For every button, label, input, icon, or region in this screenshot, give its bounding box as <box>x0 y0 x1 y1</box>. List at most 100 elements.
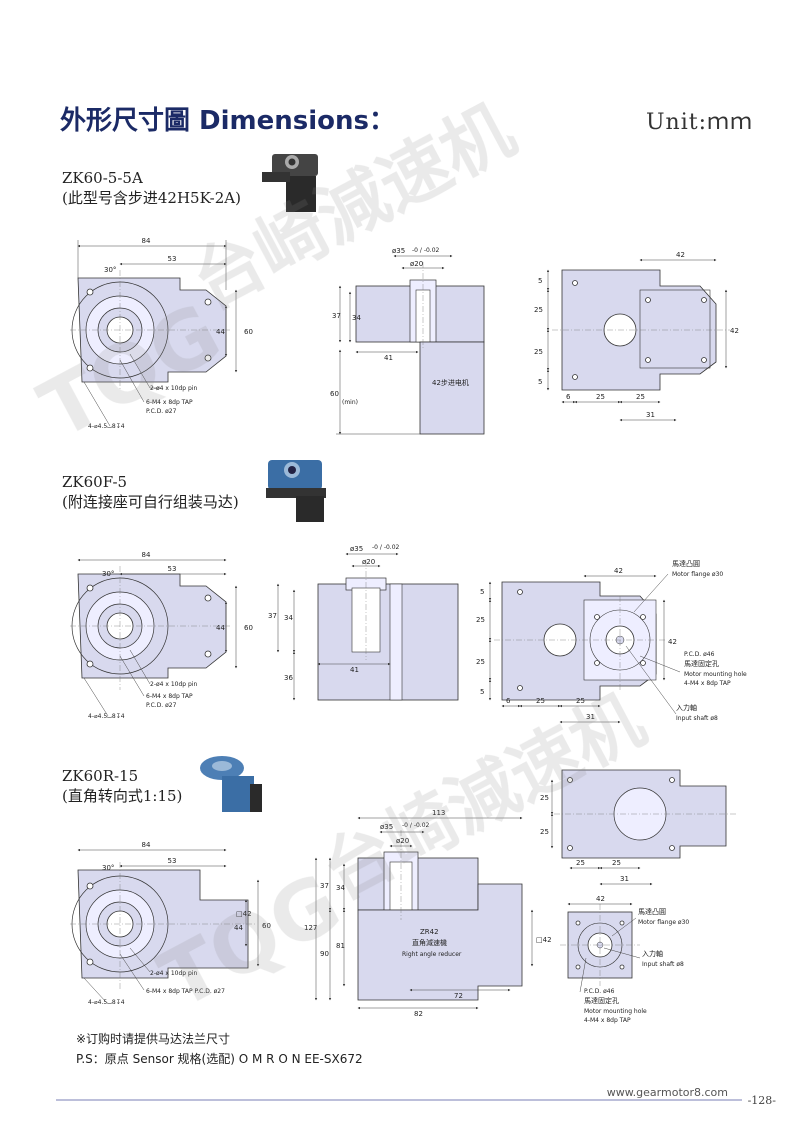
s2-callout-hole: 4-⌀4.5⌴8↧4 <box>88 713 125 720</box>
s1-callout-pin: 2-ø4 x 10dp pin <box>150 385 197 392</box>
s3-side-od: ø35 <box>380 823 393 831</box>
s2-side-id: ø20 <box>362 558 375 566</box>
s1-front-angle: 30° <box>104 266 116 274</box>
s1-side-d37: 37 <box>332 312 341 320</box>
s2-callout-tap: 6-M4 x 8dp TAP <box>146 693 193 700</box>
s2-top-d25a: 25 <box>476 616 485 624</box>
section3-motor-face-view <box>560 902 641 993</box>
s2-side-d37: 37 <box>268 612 277 620</box>
s2-shaft-cn: 入力軸 <box>676 703 697 712</box>
s3-callout-tap: 6-M4 x 8dp TAP P.C.D. ø27 <box>146 988 225 995</box>
footer-url: www.gearmotor8.com <box>606 1086 728 1099</box>
s1-front-d53: 53 <box>168 255 177 263</box>
section3-front-view <box>70 848 260 1003</box>
s2-callout-pcd: P.C.D. ø27 <box>146 702 177 709</box>
s2-top-d31: 31 <box>586 713 595 721</box>
s2-side-d34: 34 <box>284 614 293 622</box>
s3-top-d25b: 25 <box>540 828 549 836</box>
s3-front-d53: 53 <box>168 857 177 865</box>
s1-top-d25c: 25 <box>596 393 605 401</box>
s2-pcd: P.C.D. ø46 <box>684 651 715 658</box>
s3-side-tol: -0 / -0.02 <box>402 822 430 829</box>
product-photo-zk60r-15 <box>200 756 262 812</box>
s1-side-d41: 41 <box>384 354 393 362</box>
s1-side-id: ø20 <box>410 260 423 268</box>
s2-front-angle: 30° <box>102 570 114 578</box>
s3-side-d81: 81 <box>336 942 345 950</box>
s3-front-d44: 44 <box>234 924 243 932</box>
s1-side-od: ø35 <box>392 247 405 255</box>
section1-side-view <box>336 254 485 435</box>
s1-callout-tap: 6-M4 x 8dp TAP <box>146 399 193 406</box>
s1-top-d25a: 25 <box>534 306 543 314</box>
s3-front-d84: 84 <box>142 841 151 849</box>
s1-side-d34: 34 <box>352 314 361 322</box>
s2-top-d5b: 5 <box>480 688 484 696</box>
section1-note: (此型号含步进42H5K-2A) <box>62 189 241 207</box>
s1-top-d25d: 25 <box>636 393 645 401</box>
s2-front-d60: 60 <box>244 624 253 632</box>
s2-top-d25c: 25 <box>536 697 545 705</box>
s2-front-d44: 44 <box>216 624 225 632</box>
s3-side-id: ø20 <box>396 837 409 845</box>
s1-side-d60: 60 <box>330 390 339 398</box>
order-note: ※订购时请提供马达法兰尺寸 <box>76 1032 231 1046</box>
s3-shaft-en: Input shaft ø8 <box>642 961 684 968</box>
s2-top-d25b: 25 <box>476 658 485 666</box>
s3-top-d31: 31 <box>620 875 629 883</box>
s3-top-d25c: 25 <box>576 859 585 867</box>
s3-side-label3: Right angle reducer <box>402 951 462 958</box>
section2-model: ZK60F-5 <box>62 473 128 491</box>
s2-side-od: ø35 <box>350 545 363 553</box>
s3-callout-hole: 4-⌀4.5⌴8↧4 <box>88 999 125 1006</box>
s1-side-min: (min) <box>342 399 358 406</box>
s1-top-d25b: 25 <box>534 348 543 356</box>
section1-top-view <box>546 258 730 422</box>
s2-side-d41: 41 <box>350 666 359 674</box>
s1-front-d60: 60 <box>244 328 253 336</box>
s2-hole-en: Motor mounting hole <box>684 671 747 678</box>
s3-tap: 4-M4 x 8dp TAP <box>584 1017 631 1024</box>
section2-side-view <box>276 552 459 701</box>
page-title: 外形尺寸圖 Dimensions： <box>60 106 396 136</box>
s2-top-d25d: 25 <box>576 697 585 705</box>
section2-note: (附连接座可自行组装马达) <box>62 493 239 511</box>
section3-side-view <box>314 816 534 1010</box>
s1-top-d6: 6 <box>566 393 571 401</box>
s3-front-d60: 60 <box>262 922 271 930</box>
s1-callout-hole: 4-⌀4.5⌴8↧4 <box>88 423 125 430</box>
s2-hole-cn: 馬達固定孔 <box>684 659 719 668</box>
s3-pcd: P.C.D. ø46 <box>584 988 615 995</box>
s1-top-d31: 31 <box>646 411 655 419</box>
product-photo-zk60-5-5a <box>262 154 318 212</box>
s2-top-d42: 42 <box>614 567 623 575</box>
unit-label: Unit:ｍｍ <box>646 110 753 135</box>
s3-top-d25d: 25 <box>612 859 621 867</box>
product-photo-zk60f-5 <box>266 460 326 522</box>
s2-shaft-en: Input shaft ø8 <box>676 715 718 722</box>
s2-top-d6: 6 <box>506 697 511 705</box>
s3-flange-cn: 馬達凸圓 <box>638 907 666 916</box>
s3-side-label1: ZR42 <box>420 928 439 936</box>
s2-front-d84: 84 <box>142 551 151 559</box>
s3-callout-pin: 2-ø4 x 10dp pin <box>150 970 197 977</box>
s3-side-d82: 82 <box>414 1010 423 1018</box>
s2-top-d42r: 42 <box>668 638 677 646</box>
s3-front-angle: 30° <box>102 864 114 872</box>
s2-tap: 4-M4 x 8dp TAP <box>684 680 731 687</box>
s2-flange-cn: 馬達凸圓 <box>672 559 700 568</box>
s2-callout-pin: 2-ø4 x 10dp pin <box>150 681 197 688</box>
s3-side-d127: 127 <box>304 924 317 932</box>
s1-motor-label: 42步进电机 <box>432 378 469 387</box>
section3-note: (直角转向式1:15) <box>62 787 183 805</box>
s1-callout-pcd: P.C.D. ø27 <box>146 408 177 415</box>
s2-side-tol: -0 / -0.02 <box>372 544 400 551</box>
s3-side-d113: 113 <box>432 809 445 817</box>
section1-model: ZK60-5-5A <box>62 169 143 187</box>
s1-front-d84: 84 <box>142 237 151 245</box>
sensor-note: P.S：原点 Sensor 规格(选配) O M R O N EE-SX672 <box>76 1052 363 1066</box>
section1-front-view <box>70 240 238 427</box>
s1-front-d44: 44 <box>216 328 225 336</box>
s3-side-sq42: □42 <box>536 936 552 944</box>
